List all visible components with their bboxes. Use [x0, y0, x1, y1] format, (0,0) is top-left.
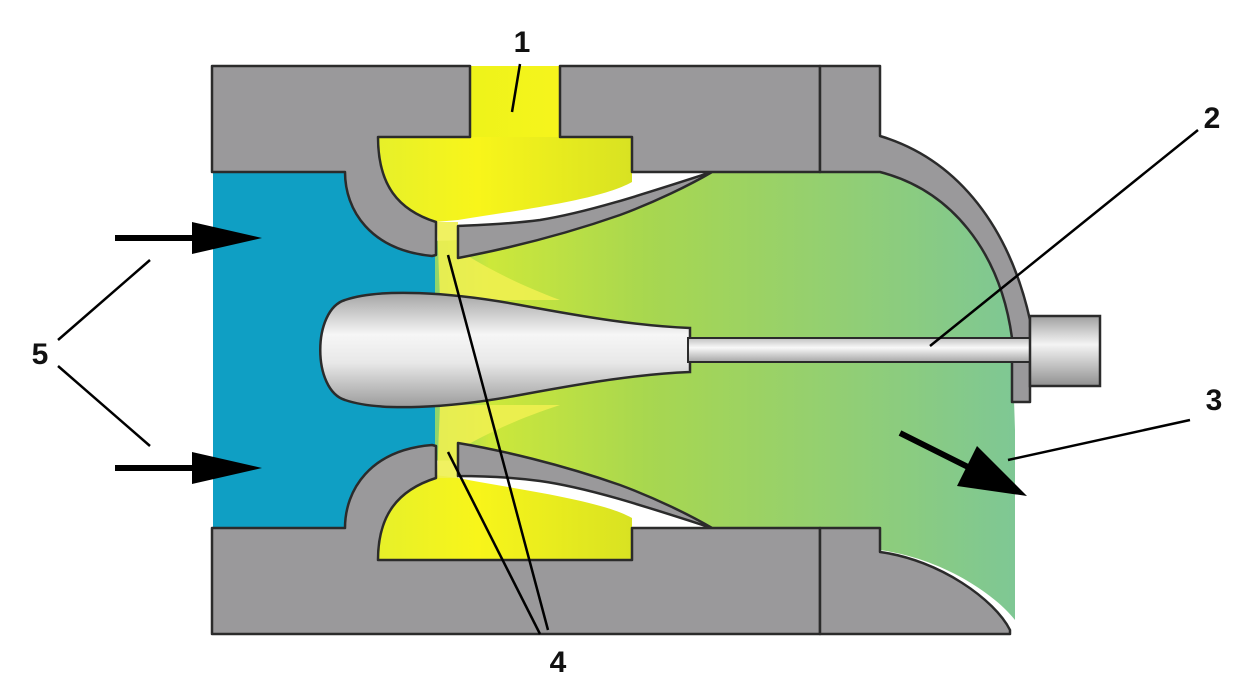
leader-4b	[446, 451, 542, 635]
housing-bottom-block	[210, 441, 822, 636]
leader-3	[1007, 418, 1191, 462]
inlet-arrow-top	[115, 222, 262, 254]
callout-1: 1	[514, 26, 531, 59]
leader-4a	[446, 254, 550, 631]
leader-lines	[57, 63, 1199, 635]
housing-cap-bottom	[818, 526, 1012, 636]
flow-arrows	[115, 222, 1027, 496]
callout-5: 5	[32, 338, 49, 371]
inlet-arrow-bottom	[115, 452, 262, 484]
outlet-arrow	[898, 430, 1027, 496]
leader-2	[929, 129, 1199, 347]
hot-jet-bottom	[437, 405, 560, 478]
callout-3: 3	[1206, 384, 1223, 417]
callout-2: 2	[1204, 102, 1221, 135]
leader-1	[510, 63, 522, 113]
valve-housing	[210, 64, 1032, 636]
hot-chamber-top	[377, 137, 632, 222]
leader-5a	[57, 259, 151, 341]
needle-knob	[1028, 314, 1102, 388]
housing-top-block	[210, 64, 472, 258]
hot-inlet-port	[470, 66, 560, 146]
needle-body	[319, 291, 692, 409]
callout-4: 4	[550, 646, 567, 679]
leader-5b	[57, 365, 151, 447]
hot-chamber-bottom	[377, 475, 632, 560]
hot-jet-top	[437, 222, 560, 300]
housing-cap-top	[818, 64, 1032, 404]
needle-assembly	[319, 291, 1102, 409]
callout-labels: 1 2 3 4 5	[32, 26, 1223, 679]
housing-top-right	[456, 64, 822, 260]
needle-stem	[687, 337, 1034, 363]
